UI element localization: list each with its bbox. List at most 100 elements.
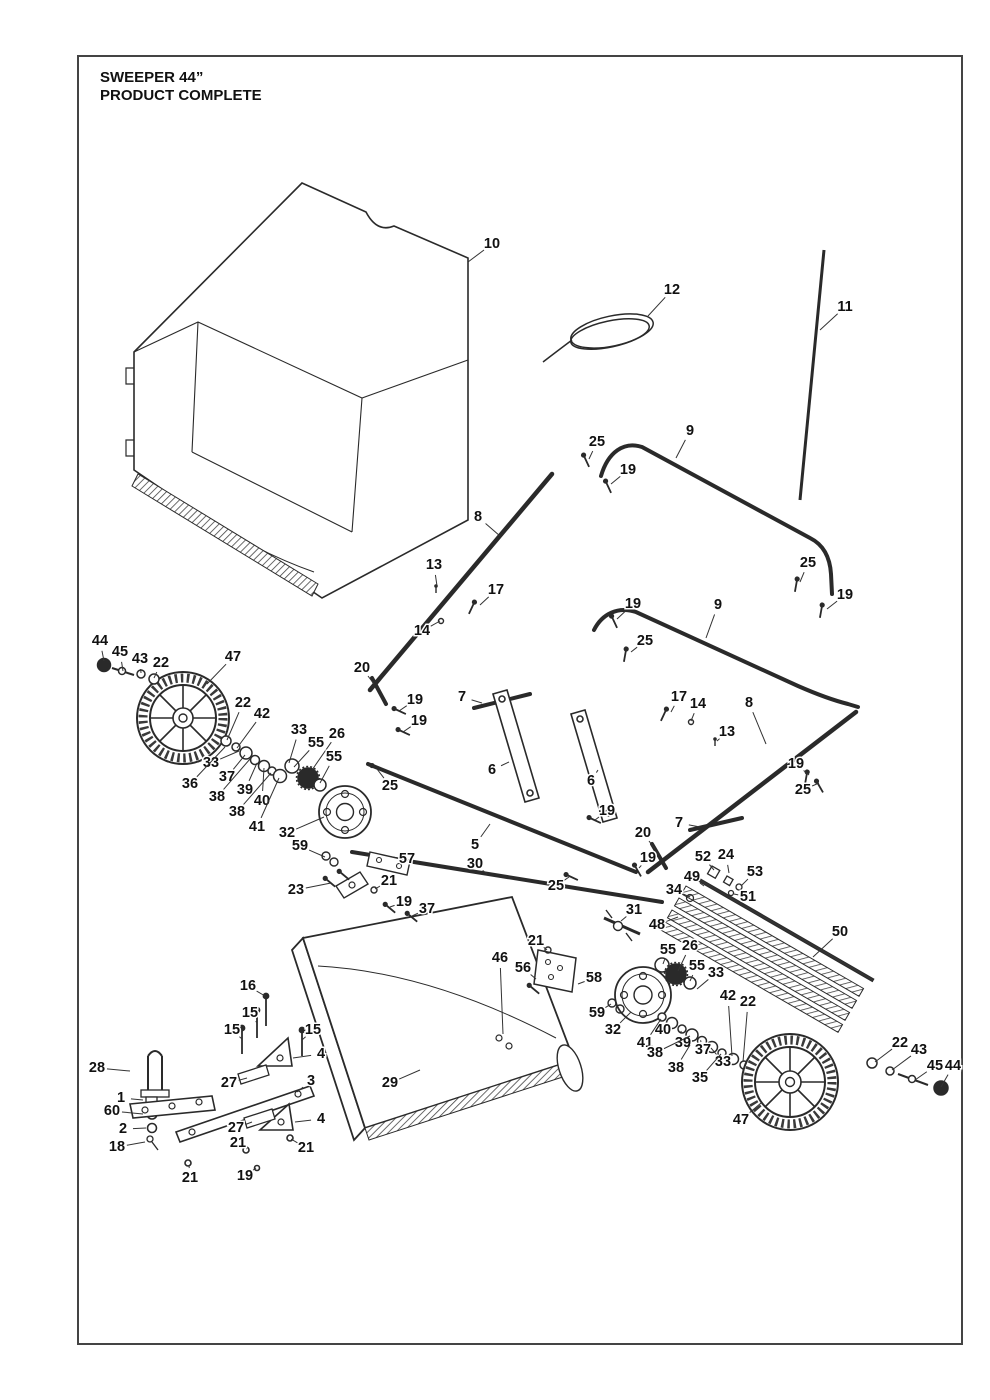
part-callout-19: 19: [396, 894, 412, 910]
left-disc-plate: [318, 785, 411, 876]
part-callout-55: 55: [660, 942, 676, 958]
callout-leader: [530, 974, 537, 980]
callout-leader: [367, 675, 375, 685]
callout-leader: [121, 1111, 144, 1115]
part-callout-45: 45: [927, 1058, 943, 1074]
callout-leader: [121, 661, 124, 672]
hopper-assembly: [125, 182, 469, 599]
part-callout-8: 8: [745, 695, 753, 711]
part-callout-21: 21: [182, 1170, 198, 1186]
callout-leader: [196, 746, 226, 778]
callout-leader: [398, 1069, 421, 1080]
part-callout-15: 15: [305, 1022, 321, 1038]
callout-leader: [296, 1086, 304, 1093]
callout-leader: [914, 1071, 928, 1081]
part-callout-21: 21: [381, 873, 397, 889]
callout-leader: [290, 1138, 298, 1144]
part-callout-25: 25: [382, 778, 398, 794]
callout-leader: [688, 824, 701, 828]
part-callout-1: 1: [117, 1090, 125, 1106]
part-callout-22: 22: [892, 1035, 908, 1051]
part-callout-39: 39: [675, 1035, 691, 1051]
callout-leader: [710, 1047, 717, 1055]
callout-leader: [292, 1054, 312, 1059]
handle-tubes: [367, 443, 860, 875]
page-border: [77, 55, 963, 1345]
part-callout-55: 55: [308, 735, 324, 751]
part-callout-35: 35: [692, 1070, 708, 1086]
left-axle-hardware: [96, 657, 160, 685]
callout-leader: [226, 711, 240, 741]
callout-leader: [663, 1035, 691, 1050]
callout-leader: [262, 767, 265, 792]
part-callout-21: 21: [230, 1135, 246, 1151]
part-callout-52: 52: [695, 849, 711, 865]
callout-leader: [940, 1074, 949, 1088]
part-callout-60: 60: [104, 1103, 120, 1119]
part-callout-33: 33: [708, 965, 724, 981]
part-callout-19: 19: [837, 587, 853, 603]
callout-leader: [411, 912, 419, 917]
callout-leader: [728, 1005, 733, 1057]
callout-leader: [874, 1048, 893, 1063]
part-callout-37: 37: [219, 769, 235, 785]
callout-leader: [799, 572, 805, 583]
callout-leader: [605, 1003, 612, 1009]
part-callout-16: 16: [240, 978, 256, 994]
part-callout-39: 39: [237, 782, 253, 798]
part-callout-6: 6: [488, 762, 496, 778]
callout-leader: [206, 663, 227, 685]
part-callout-53: 53: [747, 864, 763, 880]
callout-leader: [638, 865, 642, 869]
callout-leader: [727, 864, 730, 874]
callout-leader: [252, 1167, 257, 1171]
callout-leader: [752, 712, 767, 745]
callout-leader: [588, 450, 594, 460]
part-callout-13: 13: [719, 724, 735, 740]
part-callout-38: 38: [209, 789, 225, 805]
callout-leader: [499, 967, 504, 1035]
part-callout-37: 37: [419, 901, 435, 917]
part-callout-26: 26: [329, 726, 345, 742]
callout-leader: [293, 750, 310, 768]
callout-leader: [485, 523, 501, 537]
part-callout-41: 41: [249, 819, 265, 835]
part-callout-27: 27: [228, 1120, 244, 1136]
part-callout-12: 12: [664, 282, 680, 298]
callout-leader: [243, 772, 272, 805]
part-callout-5: 5: [471, 837, 479, 853]
part-callout-50: 50: [832, 924, 848, 940]
right-washer-train: [657, 1012, 749, 1070]
callout-leader: [577, 981, 585, 985]
right-axle-hardware: [866, 1057, 949, 1096]
callout-leader: [467, 249, 485, 263]
part-callout-44: 44: [945, 1058, 961, 1074]
part-callout-30: 30: [467, 856, 483, 872]
part-callout-2: 2: [119, 1121, 127, 1137]
callout-leader: [479, 596, 490, 606]
part-callout-43: 43: [132, 651, 148, 667]
part-callout-9: 9: [686, 423, 694, 439]
callout-leader: [294, 1119, 312, 1123]
part-callout-8: 8: [474, 509, 482, 525]
part-callout-32: 32: [279, 825, 295, 841]
page-title-line-1: SWEEPER 44”: [100, 69, 203, 86]
part-callout-33: 33: [291, 722, 307, 738]
callout-leader: [248, 762, 258, 782]
left-wheel: [136, 671, 230, 765]
part-callout-19: 19: [788, 756, 804, 772]
callout-leader: [239, 1036, 243, 1040]
part-callout-14: 14: [414, 623, 430, 639]
callout-leader: [812, 938, 834, 958]
part-callout-46: 46: [492, 950, 508, 966]
callout-leader: [238, 1077, 248, 1081]
part-callout-38: 38: [668, 1060, 684, 1076]
callout-leader: [675, 439, 686, 459]
part-callout-20: 20: [635, 825, 651, 841]
callout-leader: [398, 705, 408, 712]
callout-leader: [662, 959, 666, 965]
part-callout-17: 17: [488, 582, 504, 598]
cross-rods: [350, 762, 664, 904]
